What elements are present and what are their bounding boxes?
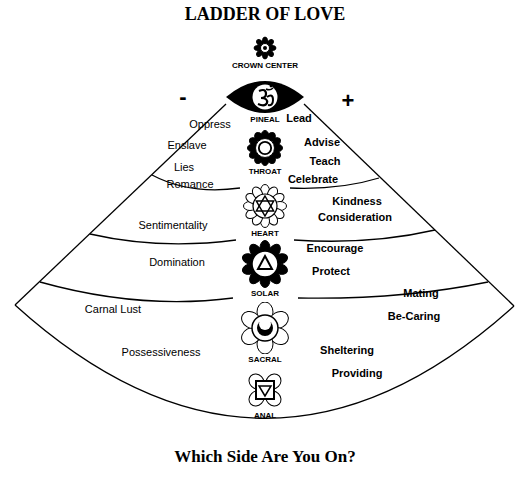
chakra-symbol-graphic	[231, 240, 299, 288]
positive-trait: Protect	[312, 265, 350, 277]
fan-right-edge	[304, 104, 514, 306]
chakra-symbol-graphic	[223, 80, 307, 114]
positive-trait: Lead	[286, 112, 312, 124]
chakra-label: SACRAL	[248, 355, 281, 365]
diagram-title: LADDER OF LOVE	[0, 4, 530, 25]
negative-trait: Lies	[174, 161, 194, 173]
chakra-node: ANAL	[235, 370, 295, 421]
chakra-node: THROAT	[237, 130, 293, 178]
band-arc-left	[152, 175, 240, 190]
chakra-symbol-graphic	[235, 370, 295, 410]
positive-trait: Mating	[403, 287, 438, 299]
chakra-symbol-graphic	[229, 302, 301, 354]
positive-trait: Teach	[310, 155, 341, 167]
negative-trait: Enslave	[167, 139, 206, 151]
negative-trait: Oppress	[189, 118, 231, 130]
negative-trait: Romance	[166, 178, 213, 190]
negative-trait: Domination	[149, 256, 205, 268]
chakra-node: SOLAR	[231, 240, 299, 300]
chakra-symbol-graphic	[237, 130, 293, 166]
positive-trait: Celebrate	[288, 173, 338, 185]
band-arc-left	[90, 234, 236, 244]
negative-trait: Carnal Lust	[85, 303, 141, 315]
negative-trait: Sentimentality	[138, 219, 207, 231]
band-arc-right	[294, 230, 435, 241]
band-arc-left	[40, 282, 233, 302]
chakra-symbol-graphic	[220, 36, 310, 60]
chakra-label: PINEAL	[250, 115, 279, 125]
chakra-node: CROWN CENTER	[220, 36, 310, 82]
plus-sign: +	[342, 89, 355, 113]
chakra-label: HEART	[251, 229, 279, 239]
chakra-symbol	[220, 36, 310, 60]
chakra-label: SOLAR	[251, 289, 279, 299]
chakra-symbol	[235, 370, 295, 410]
chakra-symbol	[223, 80, 307, 114]
positive-trait: Providing	[332, 367, 383, 379]
chakra-symbol	[233, 184, 297, 228]
chakra-symbol	[229, 302, 301, 354]
positive-trait: Be-Caring	[388, 310, 441, 322]
positive-trait: Kindness	[332, 195, 382, 207]
fan-left-edge	[15, 104, 226, 305]
positive-trait: Advise	[304, 136, 340, 148]
chakra-symbol	[237, 130, 293, 166]
negative-trait: Possessiveness	[122, 346, 201, 358]
chakra-label: THROAT	[249, 167, 282, 177]
chakra-label: CROWN CENTER	[232, 61, 298, 71]
diagram-caption: Which Side Are You On?	[0, 447, 530, 467]
minus-sign: -	[179, 85, 186, 109]
positive-trait: Consideration	[318, 211, 392, 223]
chakra-symbol-graphic	[233, 184, 297, 228]
band-arc-right	[298, 282, 488, 298]
chakra-label: ANAL	[254, 411, 276, 421]
chakra-node: SACRAL	[229, 302, 301, 366]
fan-bottom-arc	[15, 305, 514, 418]
chakra-symbol	[231, 240, 299, 288]
positive-trait: Sheltering	[320, 344, 374, 356]
positive-trait: Encourage	[307, 242, 364, 254]
chakra-node: HEART	[233, 184, 297, 240]
